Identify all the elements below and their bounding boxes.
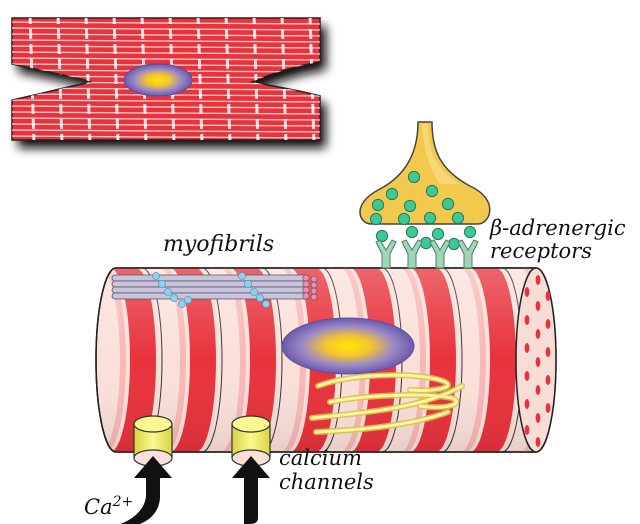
cardiomyocyte-icon bbox=[11, 17, 326, 148]
calcium-label-line1: calcium bbox=[279, 446, 362, 470]
calcium-channels-label: calcium channels bbox=[279, 446, 374, 494]
ion-symbol: Ca bbox=[84, 495, 113, 519]
calcium-label-line2: channels bbox=[279, 470, 374, 494]
muscle-fiber bbox=[95, 267, 557, 453]
up-arrow-icon bbox=[120, 456, 270, 524]
calcium-ion-label: Ca2+ bbox=[84, 494, 133, 519]
beta-label-line1: β-adrenergic bbox=[490, 216, 626, 240]
myofibrils-label: myofibrils bbox=[163, 232, 275, 257]
neurotransmitter-vesicles bbox=[369, 170, 477, 251]
cell-nucleus bbox=[123, 63, 193, 97]
fiber-nucleus bbox=[281, 317, 415, 375]
calcium-channel-icon-left bbox=[133, 415, 173, 467]
sarcoplasmic-reticulum-core bbox=[310, 373, 464, 434]
beta-adrenergic-receptors-label: β-adrenergic receptors bbox=[490, 217, 626, 263]
beta-adrenergic-receptors bbox=[375, 239, 479, 269]
beta-label-line2: receptors bbox=[490, 239, 592, 263]
myofibril-bundle bbox=[111, 272, 318, 308]
fiber-end-myofibrils bbox=[524, 275, 551, 447]
ion-charge: 2+ bbox=[112, 494, 134, 510]
nerve-terminal-icon bbox=[359, 121, 491, 251]
